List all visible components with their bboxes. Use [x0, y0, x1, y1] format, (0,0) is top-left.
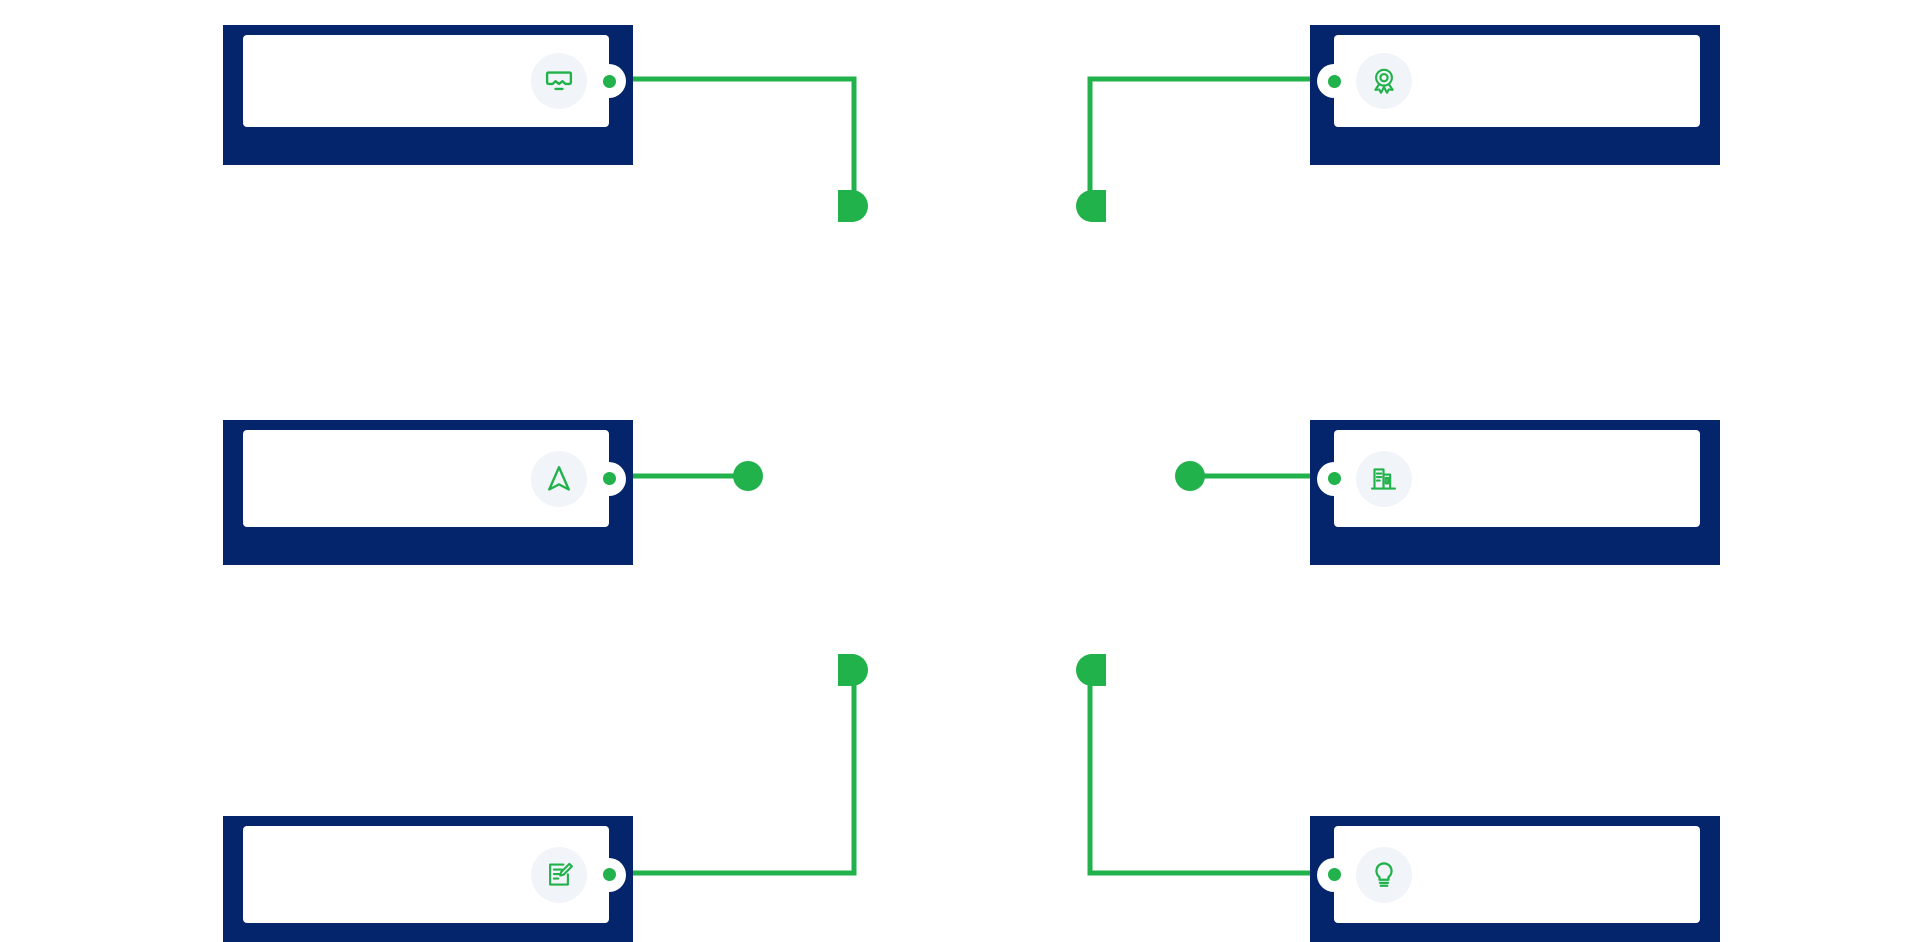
connector-monitor [633, 76, 868, 222]
connector-building [1175, 461, 1310, 491]
connector-award [1076, 76, 1310, 222]
node-card [243, 35, 626, 127]
node-card [243, 430, 626, 527]
lightbulb-icon [1375, 861, 1393, 887]
icon-bubble [531, 53, 587, 109]
connection-port[interactable] [1317, 64, 1351, 98]
node-card [1317, 826, 1700, 923]
connector-navigation [633, 461, 763, 491]
node-lightbulb[interactable] [1310, 816, 1720, 942]
award-badge-icon [1374, 68, 1394, 94]
node-document-edit[interactable] [223, 816, 633, 942]
node-award[interactable] [1310, 25, 1720, 165]
icon-bubble [531, 450, 587, 507]
port-dot [602, 868, 616, 881]
icon-bubble [1356, 450, 1412, 507]
document-edit-icon [549, 862, 573, 886]
node-building[interactable] [1310, 420, 1720, 565]
icon-bubble [1356, 846, 1412, 903]
port-dot [1327, 74, 1341, 88]
connector-document-edit [633, 654, 868, 876]
node-card [243, 826, 626, 923]
monitor-icon [545, 71, 573, 91]
port-dot [602, 74, 616, 88]
port-dot [602, 472, 616, 485]
icon-bubble [531, 846, 587, 903]
connection-port[interactable] [592, 64, 626, 98]
connection-port[interactable] [1317, 857, 1351, 892]
navigation-arrow-icon [548, 465, 570, 491]
icon-bubble [1356, 53, 1412, 109]
node-monitor[interactable] [223, 25, 633, 165]
connector-terminator-circle [733, 461, 763, 491]
connector-lightbulb [1076, 654, 1310, 876]
building-icon [1370, 467, 1397, 490]
node-card [1317, 430, 1700, 527]
node-card [1317, 35, 1700, 127]
port-dot [1327, 868, 1341, 881]
port-dot [1327, 472, 1341, 485]
node-navigation[interactable] [223, 420, 633, 565]
connection-port[interactable] [592, 857, 626, 892]
connection-port[interactable] [1317, 461, 1351, 496]
connection-port[interactable] [592, 461, 626, 496]
connector-terminator-circle [1175, 461, 1205, 491]
